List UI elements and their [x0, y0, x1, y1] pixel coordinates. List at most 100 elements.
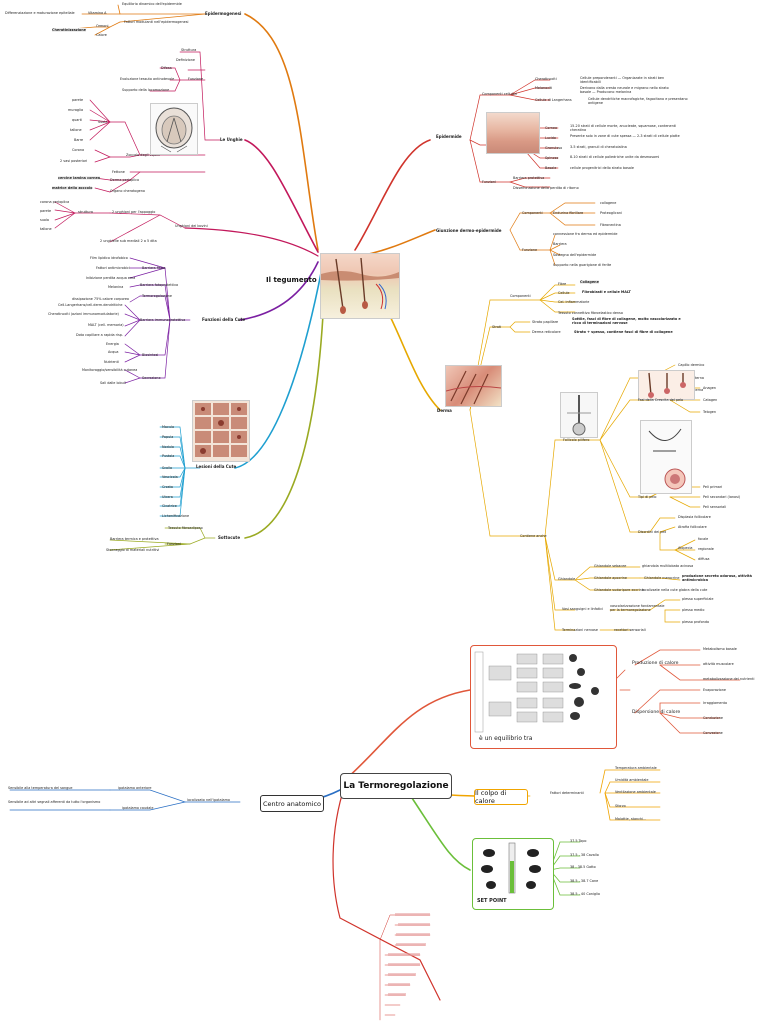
node-corona: Corona	[72, 148, 85, 152]
node-componenti-derma: Componenti	[510, 294, 531, 298]
node-diffusa: diffusa	[698, 557, 710, 561]
follicle-image	[560, 392, 598, 438]
node-papillare: Strato papillare	[532, 320, 559, 324]
node-secrezione: Secrezione	[142, 376, 161, 380]
node-lesioni: Lesioni della Cute	[196, 464, 237, 469]
node-cheratinociti-left: Cheratinociti (azioni immunomodulatorie)	[48, 312, 119, 316]
node-tallone: tallone	[70, 128, 82, 132]
node-peli-sensoriali: Peli sensoriali	[703, 505, 727, 509]
root-termoregolazione: La Termoregolazione	[340, 773, 452, 799]
node-corona-perioplica: corona perioplica	[40, 200, 70, 204]
node-funzioni-cute: Funzioni della Cute	[202, 317, 246, 322]
node-energia: Energia	[106, 342, 119, 346]
hoof-image	[150, 103, 198, 155]
node-melanociti-desc: Derivano dalla cresta neurale e migrano …	[580, 86, 669, 94]
node-suola2: suola	[40, 218, 50, 222]
node-scolio: Scollo	[162, 466, 173, 470]
node-definizione: Definizione	[176, 58, 195, 62]
node-fattori-determinanti: Fattori determinanti	[550, 791, 584, 795]
node-nodulo: Nodulo	[162, 445, 174, 449]
lesions-grid-illustration	[195, 403, 247, 457]
node-malattie: Malattie, stanchi...	[615, 817, 647, 821]
node-corneo: Corneo	[545, 126, 558, 130]
node-difesa: Difesa	[161, 66, 172, 70]
node-fasi-crescita: Fasi della Crescita del pelo	[638, 398, 684, 402]
node-melanociti: Melanociti	[535, 86, 553, 90]
node-fattori: Fattori modulanti nell'epidermogenesi	[124, 20, 189, 24]
node-struttura2: struttura	[78, 210, 93, 214]
node-proteoglicani: Proteoglicani	[600, 211, 622, 215]
node-lamina-basale: Endurina fibrillare	[553, 211, 584, 215]
node-crosta: Crosta	[162, 485, 173, 489]
node-funzione-giunzione: Funzione	[522, 248, 538, 252]
node-strati-derma: Strati	[492, 325, 502, 329]
node-vasi: Vasi sanguigni e linfatici	[562, 607, 604, 611]
node-topo: 37.5 Topo	[570, 839, 587, 843]
node-cel-infiammatorie: Cel. infiammatorie	[558, 300, 590, 304]
root-tegumento: Il tegumento	[266, 276, 317, 284]
node-gatto: 38 - 38.5 Gatto	[570, 865, 596, 869]
node-barriera: Barriera	[553, 242, 567, 246]
node-plesso-medio: plesso medio	[682, 608, 705, 612]
node-capillo-dermico: Capillo dermico	[678, 363, 705, 367]
node-localizzato: localizzato nell'ipotalamo	[187, 798, 230, 802]
node-struttura: Struttura	[181, 48, 197, 52]
hair-structure-illustration	[648, 428, 686, 490]
node-colpo-calore: Il colpo di calore	[474, 789, 528, 805]
node-barriera-termica: Barriera termica e protettiva	[110, 537, 159, 541]
node-cavallo: 37.5 - 38 Cavallo	[570, 853, 599, 857]
node-macula: Macula	[162, 425, 175, 429]
node-fattori-antimicrobici: Fattori antimicrobici	[96, 266, 130, 270]
node-fibre: Fibre	[558, 282, 567, 286]
node-apocrine-desc: produzione secreto odorosa, attività ant…	[682, 574, 752, 582]
node-ulcera: Ulcera	[162, 495, 173, 499]
node-sebacee: Ghiandole sebacee	[594, 564, 627, 568]
node-granuloso: Granuloso	[545, 146, 563, 150]
node-follicolo: Follicolo pilifero	[563, 438, 590, 442]
node-funzioni-epidermide: Funzioni	[482, 180, 496, 184]
node-cicatrice: Cicatrice	[162, 504, 177, 508]
hair-growth-image	[638, 370, 695, 400]
node-ghiandole: Ghiandole	[558, 577, 576, 581]
node-quarti: quarti	[72, 118, 83, 122]
node-calore: Calore	[96, 33, 107, 37]
node-vescicola: Vescicola	[162, 475, 178, 479]
node-spinoso-desc: 8-10 strati di cellule poliedriche unite…	[570, 155, 660, 159]
follicle-illustration	[567, 395, 591, 436]
node-dispersione-calore: Dispersione di calore	[632, 710, 681, 715]
node-ormoni: Ormoni	[96, 24, 109, 28]
card-equilibrio: è un equilibrio tra	[470, 645, 617, 749]
node-anteriore: ipotalamo anteriore	[118, 786, 152, 790]
node-focale: focale	[698, 537, 709, 541]
node-displasia: Displasia follicolare	[678, 515, 711, 519]
node-vitamina: Vitamina A	[88, 11, 107, 15]
node-plesso-superficiale: plesso superficiale	[682, 597, 714, 601]
lesions-image	[192, 400, 250, 462]
node-unghie: Le Unghie	[220, 137, 243, 142]
node-attivita-muscolare: attività muscolare	[703, 662, 734, 666]
epidermis-image	[486, 112, 540, 154]
node-disordini-peli: Disordini dei peli	[638, 530, 667, 534]
hair-growth-illustration	[648, 372, 686, 398]
node-catagen: Catagen	[703, 398, 718, 402]
node-papula: Papula	[162, 435, 174, 439]
node-metabolismo: Metabolismo basale	[703, 647, 737, 651]
node-peli-primari: Peli primari	[703, 485, 723, 489]
node-eccrine: Ghiandole sudoripare eccrine	[594, 588, 644, 592]
node-differenziazione: Differenziazione e maturazione epitelial…	[5, 11, 75, 15]
node-tipi-pelo: Tipi di pelo	[638, 495, 657, 499]
node-sostegno: Sostegno dell'epidermide	[553, 253, 597, 257]
node-corneo-desc: 15-20 strati di cellule morte, anucleate…	[570, 124, 677, 132]
node-biosintesi: Biosintesi	[142, 353, 159, 357]
dermis-illustration	[446, 370, 501, 405]
node-sensori: recettori sensoriali	[614, 628, 646, 632]
node-sforzo: Sforzo	[615, 804, 626, 808]
node-funzioni-sottocute: Funzioni	[167, 542, 181, 546]
node-conduzione: Conduzione	[703, 716, 723, 720]
node-organo-cheratogeno: Organo cheratogeno	[110, 189, 145, 193]
skin-section-image	[320, 253, 400, 319]
node-fibronectina: Fibronectina	[600, 223, 621, 227]
node-nutrienti: Nutrienti	[104, 360, 119, 364]
node-equilibrio-tra: è un equilibrio tra	[479, 735, 533, 742]
